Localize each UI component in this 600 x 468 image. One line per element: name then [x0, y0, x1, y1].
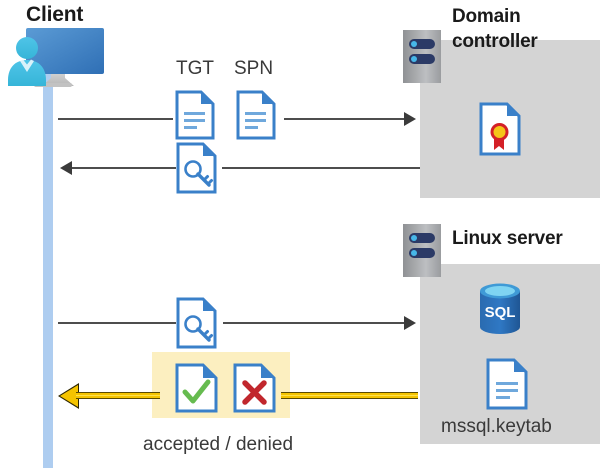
sql-database-icon: SQL	[473, 281, 527, 337]
svg-text:SQL: SQL	[485, 304, 516, 321]
flow-ticket-line-left	[72, 167, 176, 169]
flow-ticket-arrowhead	[60, 161, 72, 175]
flow-linux-request-line-left	[58, 322, 176, 324]
verdict-line-left	[76, 392, 160, 399]
client-workstation-icon	[6, 26, 116, 101]
linux-ticket-document-key-icon	[176, 297, 218, 349]
flow-request-line-left	[58, 118, 173, 120]
accepted-document-icon	[175, 363, 219, 413]
spn-label: SPN	[234, 58, 274, 79]
flow-linux-request-line-right	[223, 322, 410, 324]
domain-controller-server-icon	[403, 30, 441, 83]
flow-request-arrowhead	[404, 112, 416, 126]
domain-controller-title-line2: controller	[452, 31, 538, 52]
verdict-line-right	[281, 392, 418, 399]
denied-document-icon	[233, 363, 277, 413]
client-lifeline	[43, 72, 53, 468]
verdict-arrowhead	[60, 385, 78, 407]
flow-request-line-right	[284, 118, 410, 120]
linux-server-server-icon	[403, 224, 441, 277]
domain-controller-title: Domain controller	[452, 4, 597, 54]
keytab-document-icon	[486, 358, 528, 410]
spn-document-icon	[236, 90, 276, 140]
flow-ticket-line-right	[222, 167, 420, 169]
linux-server-title: Linux server	[452, 228, 563, 249]
domain-controller-title-line1: Domain	[452, 6, 521, 27]
certificate-icon	[479, 102, 521, 156]
client-title: Client	[26, 3, 84, 26]
tgt-label: TGT	[176, 58, 214, 79]
verdict-label: accepted / denied	[143, 434, 294, 455]
ticket-document-key-icon	[176, 142, 218, 194]
flow-linux-request-arrowhead	[404, 316, 416, 330]
tgt-document-icon	[175, 90, 215, 140]
keytab-filename-label: mssql.keytab	[441, 416, 552, 437]
